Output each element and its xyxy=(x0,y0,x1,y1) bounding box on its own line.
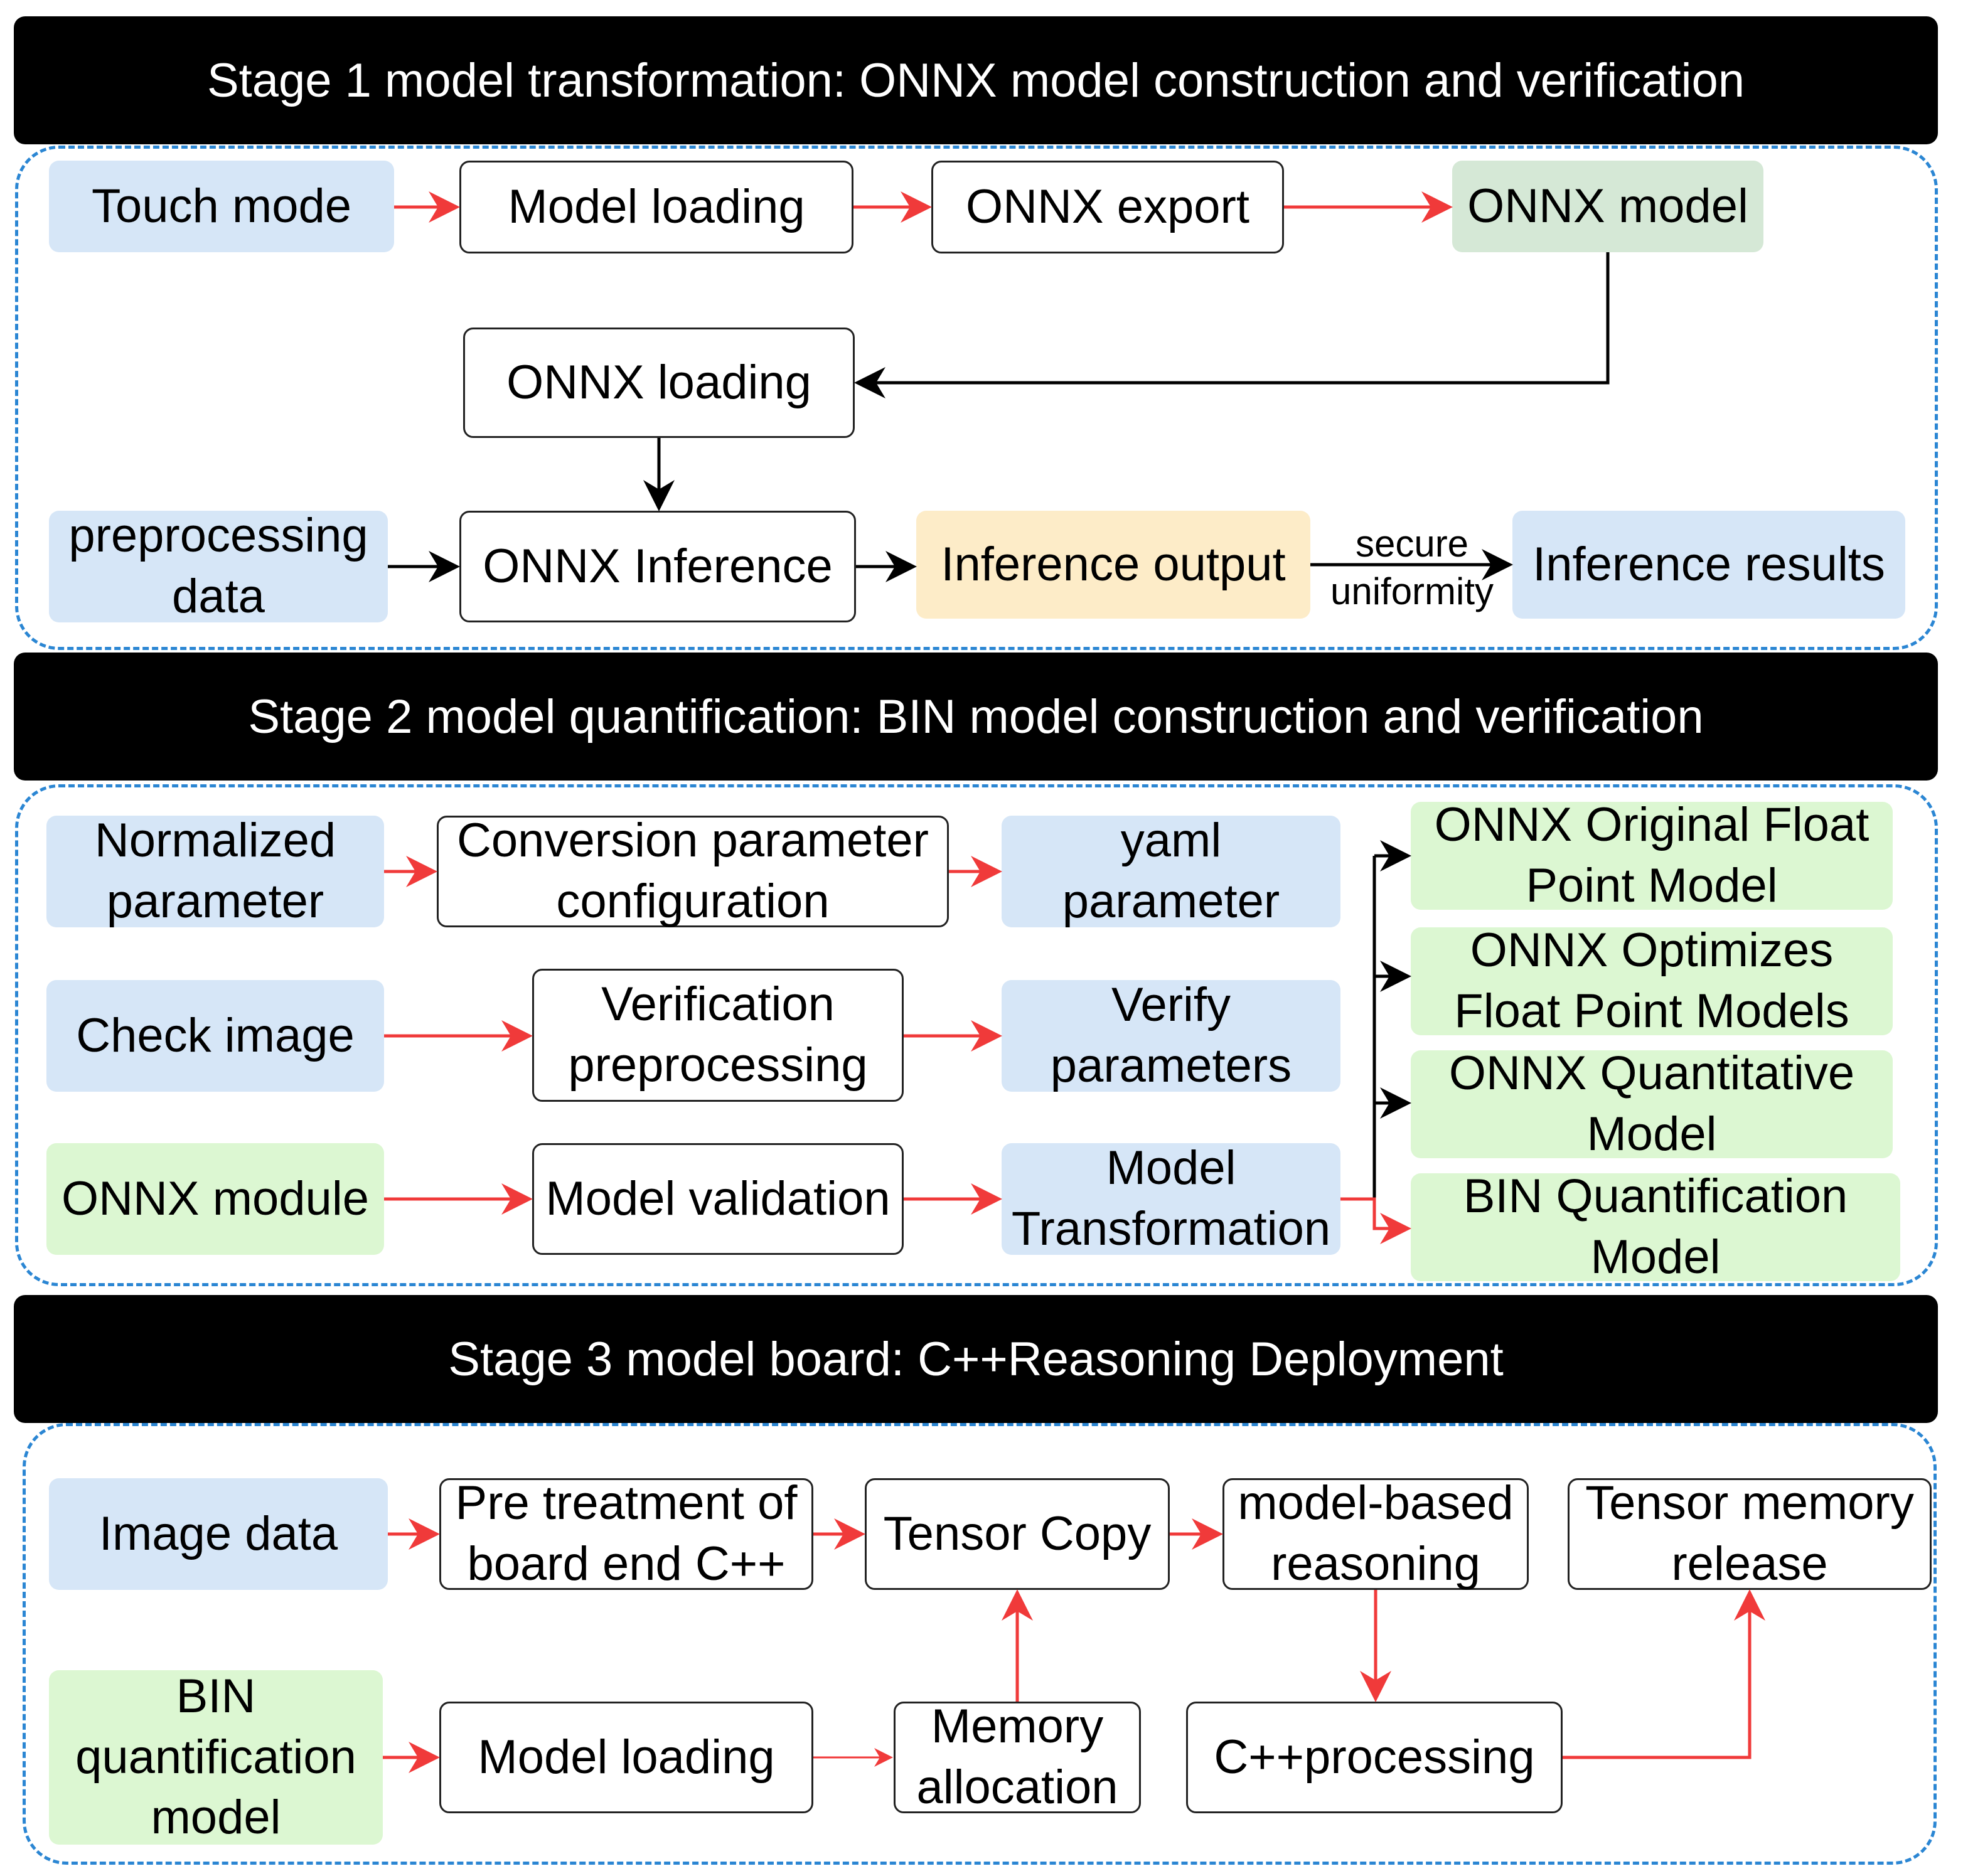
inference-output-node: Inference output xyxy=(916,511,1310,619)
touch-mode-node: Touch mode xyxy=(49,161,394,252)
stage2-zone xyxy=(15,784,1938,1286)
bin-model-node: BIN quantification model xyxy=(49,1670,383,1845)
tensor-release-node: Tensor memory release xyxy=(1568,1476,1932,1591)
stage3-zone xyxy=(23,1423,1937,1865)
tensor-copy-node: Tensor Copy xyxy=(865,1478,1170,1590)
inference-results-node: Inference results xyxy=(1512,511,1905,619)
verify-parameters-node: Verify parameters xyxy=(1002,978,1340,1092)
image-data-node: Image data xyxy=(49,1478,388,1590)
stage1-banner: Stage 1 model transformation: ONNX model… xyxy=(14,16,1938,144)
onnx-export-node: ONNX export xyxy=(931,161,1284,253)
verification-preprocessing-node: Verification preprocessing xyxy=(532,969,904,1102)
secure-label: secure xyxy=(1355,523,1469,565)
onnx-quantitative-model-node: ONNX Quantitative Model xyxy=(1411,1047,1893,1161)
onnx-optimized-float-model-node: ONNX Optimizes Float Point Models xyxy=(1411,924,1893,1038)
conversion-config-node: Conversion parameter configuration xyxy=(437,814,949,928)
model-loading-stage3-node: Model loading xyxy=(439,1702,813,1813)
onnx-inference-node: ONNX Inference xyxy=(459,511,856,622)
arrow-cpp-to-release xyxy=(1563,1589,1765,1759)
bin-quantification-model-node: BIN Quantification Model xyxy=(1411,1170,1900,1284)
memory-allocation-node: Memory allocation xyxy=(894,1700,1141,1814)
model-validation-node: Model validation xyxy=(532,1143,904,1255)
uniformity-label: uniformity xyxy=(1330,570,1494,612)
onnx-original-float-model-node: ONNX Original Float Point Model xyxy=(1411,798,1893,912)
preprocessing-data-node: preprocessing data xyxy=(49,509,388,623)
stage2-banner: Stage 2 model quantification: BIN model … xyxy=(14,653,1938,781)
onnx-model-node: ONNX model xyxy=(1452,161,1763,252)
arrow-model-to-onnx-loading xyxy=(854,252,1610,398)
model-transformation-node: Model Transformation xyxy=(1002,1141,1340,1255)
model-loading-node: Model loading xyxy=(459,161,853,253)
model-reasoning-node: model-based reasoning xyxy=(1222,1476,1529,1591)
check-image-node: Check image xyxy=(46,980,384,1092)
yaml-parameter-node: yaml parameter xyxy=(1002,814,1340,928)
normalized-parameter-node: Normalized parameter xyxy=(46,814,384,928)
arrow-transformation-to-bin xyxy=(1340,1197,1411,1244)
onnx-loading-node: ONNX loading xyxy=(463,328,855,438)
onnx-module-node: ONNX module xyxy=(46,1143,384,1255)
cpp-processing-node: C++processing xyxy=(1186,1702,1563,1813)
pre-treatment-node: Pre treatment of board end C++ xyxy=(439,1476,813,1591)
stage1-zone xyxy=(15,146,1938,650)
stage3-banner: Stage 3 model board: C++Reasoning Deploy… xyxy=(14,1295,1938,1423)
